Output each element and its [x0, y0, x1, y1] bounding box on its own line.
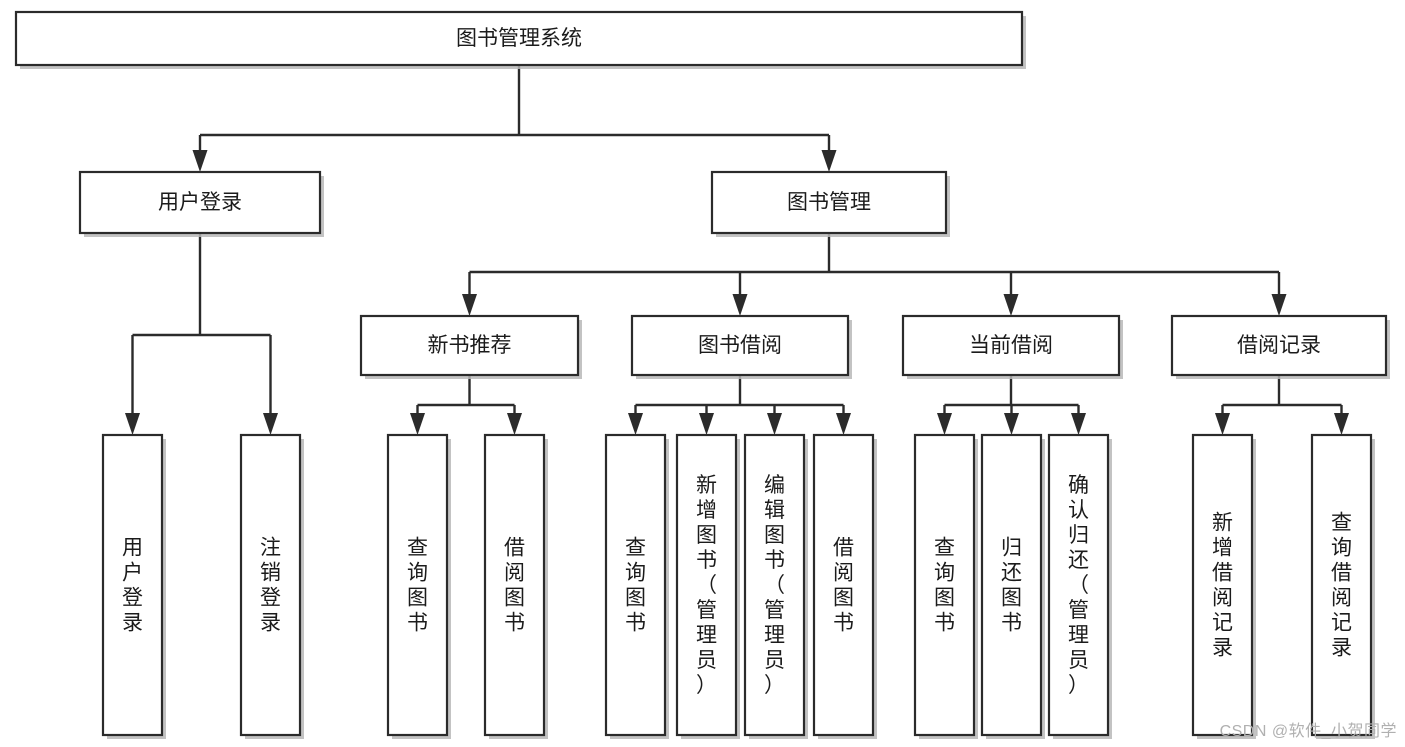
node-leaf-add-book-label: 新增图书（管理员）	[696, 474, 717, 697]
node-leaf-borrow-book-1-box[interactable]	[483, 433, 546, 737]
node-layer: 图书管理系统用户登录图书管理新书推荐图书借阅当前借阅借阅记录用户登录注销登录查询…	[14, 10, 1390, 739]
arrow-head-leaf-query-book-3	[937, 413, 952, 435]
arrow-head-leaf-query-record	[1334, 413, 1349, 435]
node-user-login-box[interactable]	[78, 170, 322, 235]
connector-group-book-manage	[462, 233, 1287, 316]
node-book-manage-box[interactable]	[710, 170, 948, 235]
node-book-borrow-box[interactable]	[630, 314, 850, 377]
arrow-head-current-borrow	[1003, 294, 1019, 316]
node-leaf-return-book-box[interactable]	[980, 433, 1043, 737]
node-book-borrow[interactable]: 图书借阅	[630, 314, 852, 379]
node-leaf-confirm-return[interactable]: 确认归还（管理员）	[1047, 433, 1112, 739]
node-borrow-record-box[interactable]	[1170, 314, 1388, 377]
arrow-head-borrow-record	[1271, 294, 1287, 316]
arrow-head-leaf-query-book-1	[410, 413, 425, 435]
arrow-head-leaf-add-record	[1215, 413, 1230, 435]
node-leaf-query-book-2-label: 查询图书	[625, 536, 646, 634]
node-leaf-add-book-box[interactable]	[675, 433, 738, 737]
arrow-head-leaf-user-login	[125, 413, 140, 435]
arrow-head-leaf-query-book-2	[628, 413, 643, 435]
node-leaf-borrow-book-1-label: 借阅图书	[504, 536, 525, 634]
connector-group-book-borrow	[628, 375, 851, 435]
node-book-borrow-label: 图书借阅	[698, 334, 782, 357]
node-leaf-query-book-2-box[interactable]	[604, 433, 667, 737]
node-leaf-query-book-1-label: 查询图书	[407, 536, 428, 634]
node-leaf-user-login-label: 用户登录	[122, 536, 143, 634]
node-leaf-add-record[interactable]: 新增借阅记录	[1191, 433, 1256, 739]
node-leaf-user-login[interactable]: 用户登录	[101, 433, 166, 739]
edge-layer	[125, 65, 1349, 435]
connector-group-root	[192, 65, 837, 172]
arrow-head-leaf-borrow-book-2	[836, 413, 851, 435]
arrow-head-leaf-user-logout	[263, 413, 278, 435]
node-book-manage[interactable]: 图书管理	[710, 170, 950, 237]
node-leaf-query-record[interactable]: 查询借阅记录	[1310, 433, 1375, 739]
node-leaf-query-book-3[interactable]: 查询图书	[913, 433, 978, 739]
arrow-head-new-book-recommend	[462, 294, 477, 316]
node-leaf-query-book-1[interactable]: 查询图书	[386, 433, 451, 739]
node-root[interactable]: 图书管理系统	[14, 10, 1026, 69]
node-borrow-record[interactable]: 借阅记录	[1170, 314, 1390, 379]
node-new-book-recommend[interactable]: 新书推荐	[359, 314, 582, 379]
node-new-book-recommend-label: 新书推荐	[428, 334, 512, 357]
node-new-book-recommend-box[interactable]	[359, 314, 580, 377]
node-leaf-borrow-book-2[interactable]: 借阅图书	[812, 433, 877, 739]
node-current-borrow-label: 当前借阅	[969, 334, 1053, 357]
node-leaf-edit-book-box[interactable]	[743, 433, 806, 737]
node-user-login-label: 用户登录	[158, 191, 242, 214]
node-leaf-confirm-return-label: 确认归还（管理员）	[1068, 474, 1089, 697]
arrow-head-leaf-edit-book	[767, 413, 782, 435]
node-leaf-confirm-return-box[interactable]	[1047, 433, 1110, 737]
node-current-borrow-box[interactable]	[901, 314, 1121, 377]
node-leaf-query-book-2[interactable]: 查询图书	[604, 433, 669, 739]
node-leaf-edit-book-label: 编辑图书（管理员）	[764, 474, 785, 697]
node-leaf-query-record-box[interactable]	[1310, 433, 1373, 737]
node-user-login[interactable]: 用户登录	[78, 170, 324, 237]
node-leaf-edit-book[interactable]: 编辑图书（管理员）	[743, 433, 808, 739]
node-leaf-borrow-book-2-label: 借阅图书	[833, 536, 854, 634]
node-leaf-user-login-box[interactable]	[101, 433, 164, 737]
node-leaf-user-logout-box[interactable]	[239, 433, 302, 737]
node-leaf-user-logout-label: 注销登录	[260, 536, 281, 634]
node-leaf-add-book[interactable]: 新增图书（管理员）	[675, 433, 740, 739]
node-leaf-query-book-3-label: 查询图书	[934, 536, 955, 634]
node-root-box[interactable]	[14, 10, 1024, 67]
connector-group-user-login	[125, 233, 278, 435]
node-root-label: 图书管理系统	[456, 27, 582, 50]
arrow-head-leaf-confirm-return	[1071, 413, 1086, 435]
arrow-head-leaf-borrow-book-1	[507, 413, 522, 435]
arrow-head-book-manage	[821, 150, 837, 172]
connector-group-new-book-recommend	[410, 375, 522, 435]
arrow-head-leaf-add-book	[699, 413, 714, 435]
node-book-manage-label: 图书管理	[787, 191, 871, 214]
node-leaf-add-record-box[interactable]	[1191, 433, 1254, 737]
node-leaf-query-book-1-box[interactable]	[386, 433, 449, 737]
node-current-borrow[interactable]: 当前借阅	[901, 314, 1123, 379]
node-leaf-user-logout[interactable]: 注销登录	[239, 433, 304, 739]
connector-group-borrow-record	[1215, 375, 1349, 435]
node-leaf-borrow-book-2-box[interactable]	[812, 433, 875, 737]
node-leaf-return-book-label: 归还图书	[1001, 536, 1022, 634]
arrow-head-leaf-return-book	[1004, 413, 1019, 435]
connector-group-current-borrow	[937, 375, 1086, 435]
node-leaf-add-record-label: 新增借阅记录	[1212, 511, 1233, 659]
node-borrow-record-label: 借阅记录	[1237, 334, 1321, 357]
node-leaf-query-record-label: 查询借阅记录	[1331, 511, 1352, 659]
node-leaf-borrow-book-1[interactable]: 借阅图书	[483, 433, 548, 739]
node-leaf-return-book[interactable]: 归还图书	[980, 433, 1045, 739]
arrow-head-user-login	[192, 150, 208, 172]
node-leaf-query-book-3-box[interactable]	[913, 433, 976, 737]
arrow-head-book-borrow	[732, 294, 748, 316]
